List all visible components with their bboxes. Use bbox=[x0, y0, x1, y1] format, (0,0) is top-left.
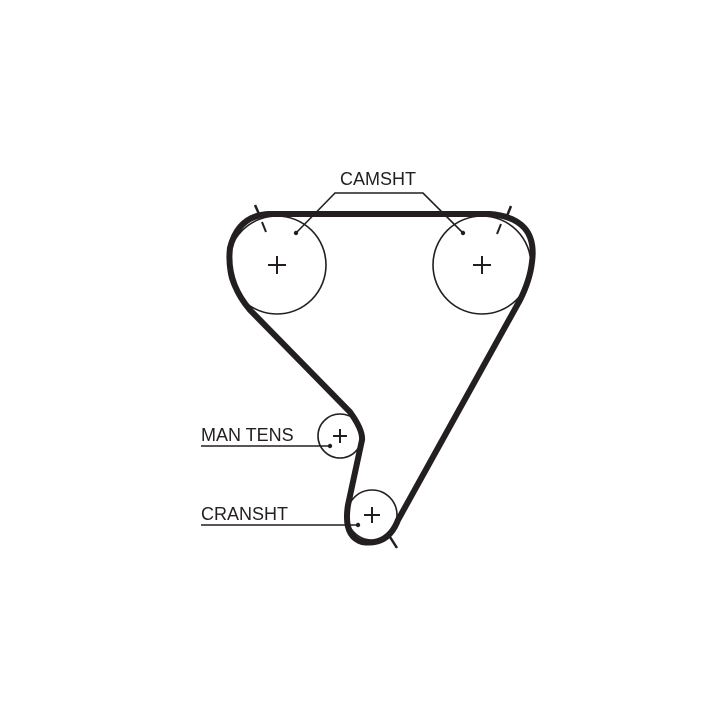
crankshaft-leader bbox=[201, 522, 361, 528]
camshaft-left-pulley-mark bbox=[261, 221, 267, 233]
camshaft-right-timing-mark bbox=[505, 205, 513, 217]
camshaft-leader bbox=[293, 192, 466, 236]
camshaft-left-center-icon bbox=[268, 256, 286, 274]
tensioner-leader bbox=[201, 443, 333, 449]
crankshaft-timing-mark bbox=[388, 536, 399, 549]
timing-belt bbox=[226, 211, 536, 546]
camshaft-label: CAMSHT bbox=[340, 169, 416, 189]
crankshaft-center-icon bbox=[364, 507, 380, 523]
camshaft-left-timing-mark bbox=[253, 204, 261, 215]
camshaft-right-pulley-mark bbox=[496, 223, 502, 235]
crankshaft-label: CRANSHT bbox=[201, 504, 288, 524]
camshaft-right-center-icon bbox=[473, 256, 491, 274]
tensioner-label: MAN TENS bbox=[201, 425, 294, 445]
tensioner-center-icon bbox=[333, 429, 347, 443]
